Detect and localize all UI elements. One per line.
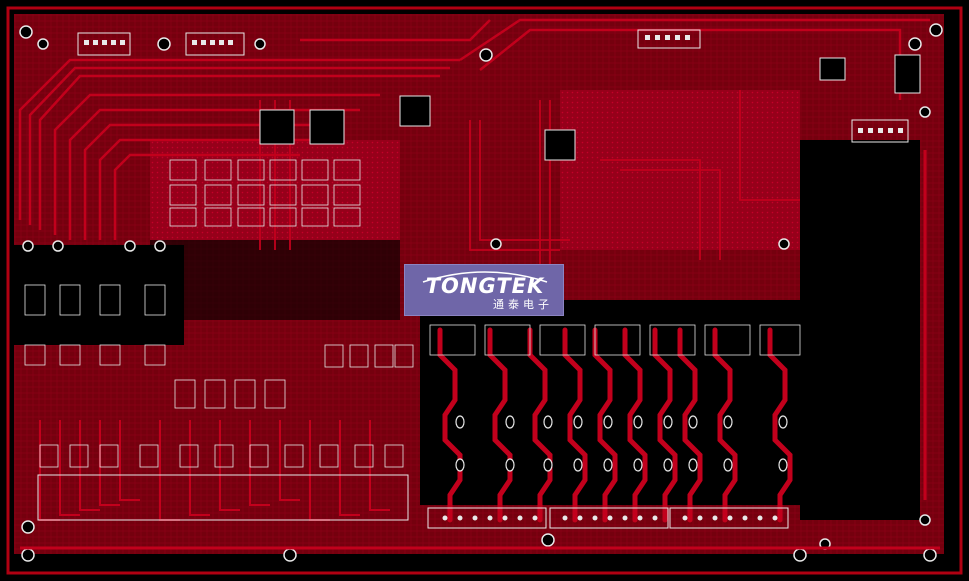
cutout-right <box>800 140 920 520</box>
tongtek-logo: TONGTEK 通泰电子 <box>404 264 564 316</box>
cutout-mid <box>150 240 400 320</box>
logo-arc-swoosh <box>422 271 548 283</box>
logo-brand: TONGTEK <box>425 274 545 298</box>
ic-packages <box>259 54 921 161</box>
top-bus-traces <box>18 18 930 240</box>
relay-channel-traces <box>437 327 793 523</box>
mounting-holes <box>19 23 943 562</box>
lower-left-components <box>24 284 414 468</box>
top-headers <box>77 29 909 143</box>
board-outline <box>6 6 963 575</box>
smd-component-grid <box>169 159 361 227</box>
lower-left-traces <box>39 420 390 521</box>
header-pins <box>84 35 903 133</box>
center-fanout-traces <box>259 90 800 270</box>
relay-contact-pads <box>455 415 788 472</box>
connector-pins <box>442 515 778 521</box>
relay-outlines <box>429 324 801 356</box>
bottom-connectors <box>37 474 789 529</box>
logo-subtitle: 通泰电子 <box>493 298 553 311</box>
